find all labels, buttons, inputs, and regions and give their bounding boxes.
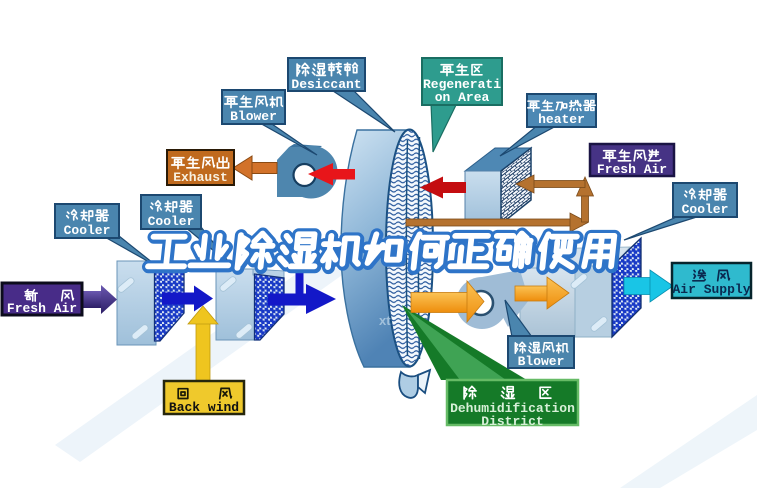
svg-text:District: District <box>481 414 543 429</box>
svg-text:xt: xt <box>379 313 391 328</box>
svg-text:Blower: Blower <box>230 109 277 124</box>
svg-text:Exhaust: Exhaust <box>173 170 228 185</box>
svg-text:Blower: Blower <box>518 354 565 369</box>
svg-text:Back wind: Back wind <box>169 400 239 415</box>
svg-text:heater: heater <box>538 112 585 127</box>
svg-text:Cooler: Cooler <box>148 214 195 229</box>
svg-text:on Area: on Area <box>435 90 490 105</box>
svg-text:Cooler: Cooler <box>682 202 729 217</box>
svg-text:Cooler: Cooler <box>64 223 111 238</box>
svg-text:Fresh Air: Fresh Air <box>7 301 77 316</box>
svg-text:Air Supply: Air Supply <box>672 282 750 297</box>
svg-text:Regenerati: Regenerati <box>423 77 501 92</box>
svg-text:Dehumidification: Dehumidification <box>450 401 575 416</box>
svg-text:Desiccant: Desiccant <box>291 77 361 92</box>
svg-text:Fresh Air: Fresh Air <box>597 162 667 177</box>
